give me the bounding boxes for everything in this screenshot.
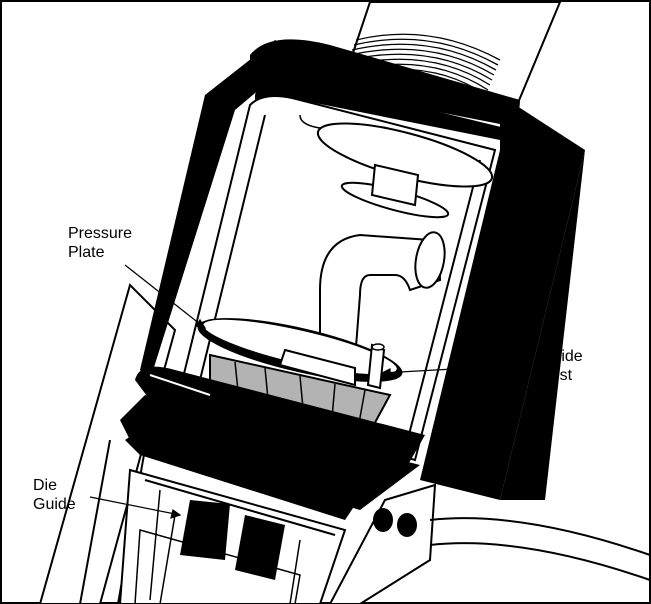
upper-plate	[316, 122, 494, 219]
lower-ring	[120, 366, 425, 520]
leader-lines	[89, 264, 526, 519]
guide-post	[366, 343, 386, 390]
pressure-plate-label-line1: Pressure	[68, 225, 133, 242]
bent-pipe	[319, 231, 446, 362]
die-guide-label-line1: Die	[33, 477, 58, 494]
pressure-plate-label: Pressure Plate	[68, 224, 132, 262]
guide-post-label-line2: Post	[540, 367, 573, 384]
die-guide-arrow	[170, 508, 182, 519]
guide-post-label-line1: Guide	[540, 348, 583, 365]
pressure-plate-leader	[124, 264, 206, 329]
pressure-plate-arrow	[195, 318, 207, 329]
guide-post-arrow	[380, 368, 391, 378]
side-bracket	[328, 483, 651, 604]
guide-post-leader	[381, 364, 526, 374]
guide-post-label: Guide Post	[540, 347, 583, 385]
die-guide	[118, 468, 347, 604]
pressure-plate-label-line2: Plate	[68, 244, 105, 261]
pressure-plate	[197, 318, 403, 387]
die-guide-leader	[89, 496, 181, 516]
die-guide-label-line2: Guide	[33, 496, 76, 513]
die-guide-label: Die Guide	[33, 476, 76, 514]
